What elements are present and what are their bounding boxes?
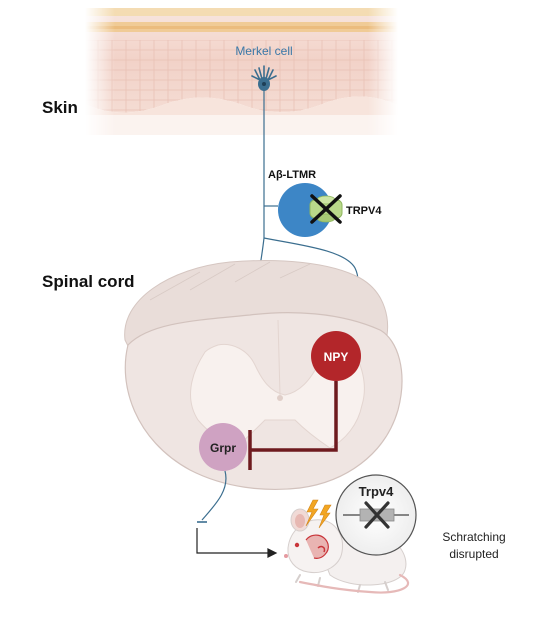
- lightning-icon: [305, 499, 332, 529]
- trpv4-channel-icon: [309, 195, 343, 223]
- npy-neuron: [311, 331, 361, 381]
- grpr-label: Grpr: [210, 441, 236, 455]
- merkel-cell-label: Merkel cell: [235, 44, 292, 58]
- inhibitory-projection: [248, 381, 338, 470]
- trpv4-protein-label: TRPV4: [346, 205, 382, 217]
- trpv4-gene-label: Trpv4: [359, 484, 394, 499]
- ab-ltmr-soma: [278, 183, 332, 237]
- knockout-x-icon: [310, 194, 342, 224]
- outcome-label-line1: Schratching: [442, 530, 505, 544]
- npy-label: NPY: [324, 350, 349, 364]
- ab-ltmr-label: Aβ-LTMR: [268, 169, 316, 181]
- grpr-output-pathway: [197, 470, 227, 523]
- spinal-cord-label: Spinal cord: [42, 272, 135, 291]
- grpr-neuron: [199, 423, 247, 471]
- merkel-cell-icon: [251, 65, 277, 91]
- spinal-cord-section: [124, 260, 403, 490]
- outcome-label-line2: disrupted: [449, 547, 498, 561]
- gene-knockout-x-icon: [364, 501, 390, 529]
- behavior-arrow: [196, 528, 278, 558]
- skin-label: Skin: [42, 98, 78, 117]
- skin-tissue: [85, 8, 398, 137]
